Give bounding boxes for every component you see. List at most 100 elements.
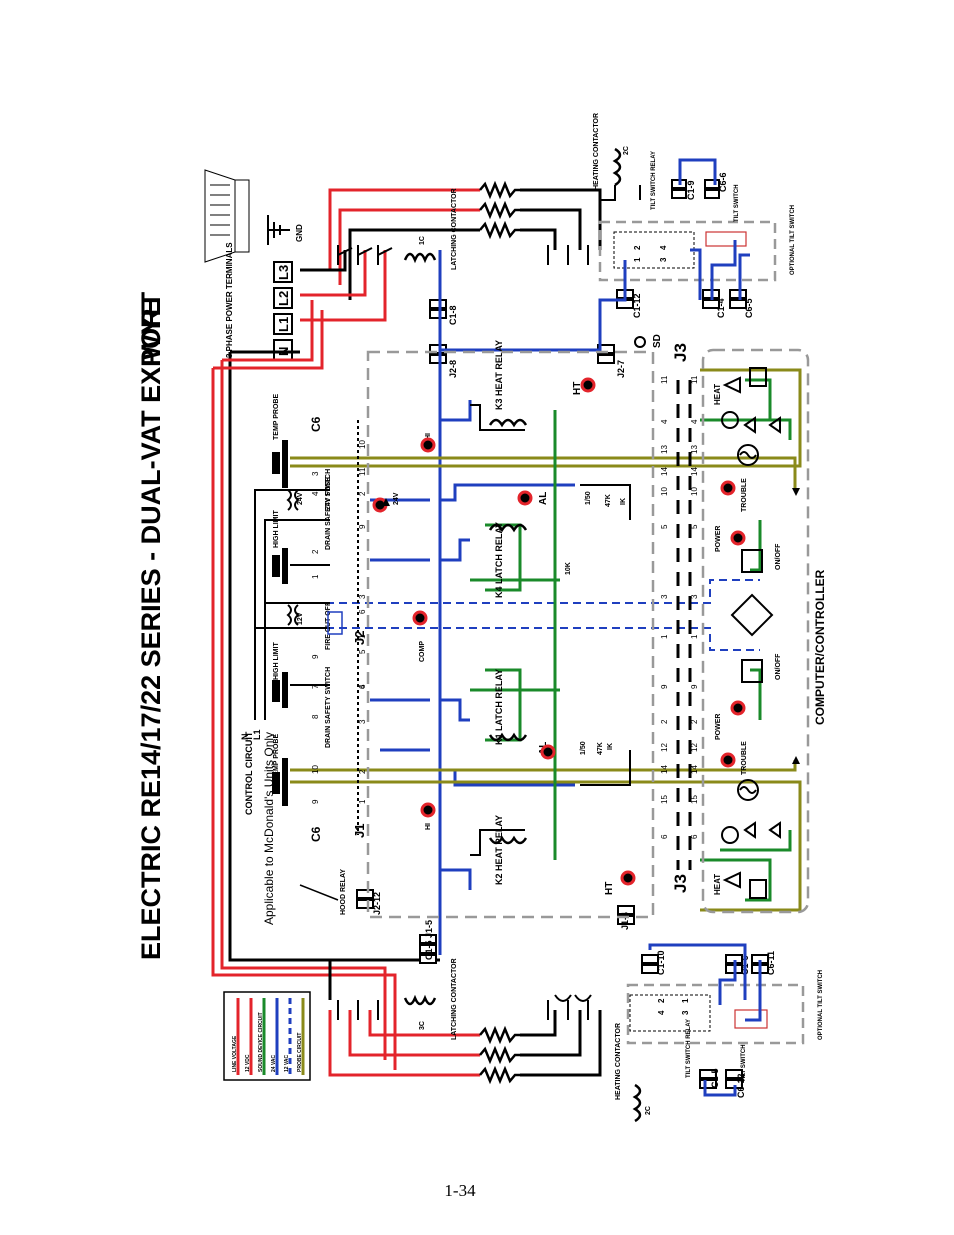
c6-right-pin-4: 4 <box>311 491 320 496</box>
heat-top-label: HEAT <box>713 384 722 405</box>
power-terminal-block <box>273 261 293 361</box>
test-point-ring <box>420 437 436 453</box>
optional-tilt-bottom-label: OPTIONAL TILT SWITCH <box>818 970 824 1040</box>
j3-pin-left-4: 4 <box>660 419 669 424</box>
j3-pin-right-6: 6 <box>690 834 699 839</box>
hi-bottom-label: HI <box>425 823 432 830</box>
onoff-switch-bottom[interactable] <box>741 659 763 683</box>
latching-contactor-top-label: LATCHING CONTACTOR <box>451 188 458 270</box>
c1-5-j1-5-label: C1-5 J1-5 <box>424 920 434 960</box>
c6-bottom-label: C6 <box>309 826 323 842</box>
r47k-top-label: 47K <box>605 494 612 507</box>
legend-item-label: 12 VAC <box>284 1054 290 1072</box>
sound-device-wiring <box>470 378 792 902</box>
j3-pin-left-5: 5 <box>660 524 669 529</box>
j2-pin-6: 6 <box>358 684 367 689</box>
tilt-bottom-pin-1: 1 <box>681 998 690 1003</box>
temp-probe-top-label: TEMP PROBE <box>273 394 280 440</box>
motor-icon <box>204 169 250 263</box>
j3-pin-right-4: 4 <box>690 419 699 424</box>
high-limit-symbols <box>272 548 288 708</box>
j3-pin-right-11: 11 <box>690 375 699 384</box>
j3-bottom-label: J3 <box>671 874 690 893</box>
trouble-bottom-label: TROUBLE <box>741 741 748 775</box>
terminal-l3: L3 <box>276 265 291 280</box>
test-point-ring <box>620 870 636 886</box>
power-top-label: POWER <box>715 526 722 552</box>
c6-right-pin-9: 9 <box>311 654 320 659</box>
tilt-top-pin-2: 2 <box>633 245 642 250</box>
c1-9-label: C1-9 <box>686 180 696 200</box>
r1k-bottom-label: IK <box>607 743 614 750</box>
computer-controller-label: COMPUTER/CONTROLLER <box>813 569 827 725</box>
j2-pin-11: 11 <box>358 467 367 476</box>
j3-pin-right-14: 14 <box>690 765 699 774</box>
j3-pin-left-14: 14 <box>660 467 669 476</box>
c1-8-label: C1-8 <box>448 305 458 325</box>
al-top-label: AL <box>538 492 549 505</box>
heating-coil-bottom <box>632 1083 642 1123</box>
test-point-ring <box>730 530 746 546</box>
n-label: N <box>240 734 250 741</box>
test-point-ring <box>412 610 428 626</box>
j3-pin-right-2: 2 <box>690 719 699 724</box>
j1-pin-3: 3 <box>358 719 367 724</box>
k1-label: K1 LATCH RELAY <box>494 669 504 745</box>
c1-4-label: C1-4 <box>716 298 726 318</box>
gnd-label: GND <box>295 224 304 242</box>
tilt-relay-bottom-box <box>626 983 805 1045</box>
heating-coil-top <box>612 147 622 187</box>
high-limit-bottom-label: HIGH LIMIT <box>273 642 280 680</box>
j1-pin-1: 1 <box>358 799 367 804</box>
r150-top-label: 1/50 <box>585 491 592 505</box>
test-point-ring <box>420 802 436 818</box>
thermistor-icons <box>737 444 759 801</box>
j3-top-label: J3 <box>671 343 690 362</box>
transformer-12v-label: 12V <box>297 612 304 625</box>
terminal-l1: L1 <box>276 317 291 332</box>
legend-item-label: 24 VAC <box>271 1054 277 1072</box>
tilt-bottom-pin-3: 3 <box>681 1010 690 1015</box>
bridge-rectifier <box>730 593 774 637</box>
j3-pin-right-10: 10 <box>690 487 699 496</box>
trouble-top-label: TROUBLE <box>741 478 748 512</box>
transformer-24v-label: 24V <box>297 492 304 505</box>
j1-4-label: J1-4 <box>620 912 630 930</box>
c6-12-label: C6-12 <box>736 1073 746 1098</box>
coil-3c-label: 3C <box>419 1021 426 1030</box>
j3-pin-right-3: 3 <box>690 594 699 599</box>
fuse-24v-label: 24V FUSE <box>325 477 332 510</box>
drain-safety-top-label: DRAIN SAFETY SWITCH <box>325 469 332 550</box>
j3-pin-right-1: 1 <box>690 634 699 639</box>
j1-pin-5: 5 <box>358 649 367 654</box>
temp-probe-bottom-label: TEMP PROBE <box>273 734 280 780</box>
coil-2c-bottom-label: 2C <box>645 1106 652 1115</box>
k4-label: K4 LATCH RELAY <box>494 522 504 598</box>
k2-label: K2 HEAT RELAY <box>494 815 504 885</box>
control-wiring <box>254 404 631 856</box>
24vac-wiring <box>370 158 762 1097</box>
c6-top-label: C6 <box>309 416 323 432</box>
hood-relay-label: HOOD RELAY <box>340 869 347 915</box>
j3-pin-left-15: 15 <box>660 795 669 804</box>
legend-item-label: 12 VDC <box>245 1054 251 1072</box>
r10k-label: 10K <box>565 562 572 575</box>
onoff-switch-top[interactable] <box>741 549 763 573</box>
power-terminals-label: 3 PHASE POWER TERMINALS <box>225 242 234 358</box>
heat-indicator-icons <box>721 367 767 899</box>
heating-coil-top-leads <box>600 185 641 201</box>
j2-12-label: J2-12 <box>372 892 382 915</box>
j2-pin-3: 3 <box>358 594 367 599</box>
j2-8-label: J2-8 <box>448 360 458 378</box>
j1-label: J1 <box>352 824 367 838</box>
j3-pin-right-14: 14 <box>690 467 699 476</box>
test-point-ring <box>517 490 533 506</box>
test-point-ring <box>720 480 736 496</box>
12vac-wiring <box>300 579 760 651</box>
c6-left-pin-8: 8 <box>311 714 320 719</box>
mcdonalds-note: Applicable to McDonald's Units Only <box>262 732 276 925</box>
tilt-top-pin-4: 4 <box>659 245 668 250</box>
terminal-l2: L2 <box>276 291 291 306</box>
hi-top-label: HI <box>425 433 432 440</box>
